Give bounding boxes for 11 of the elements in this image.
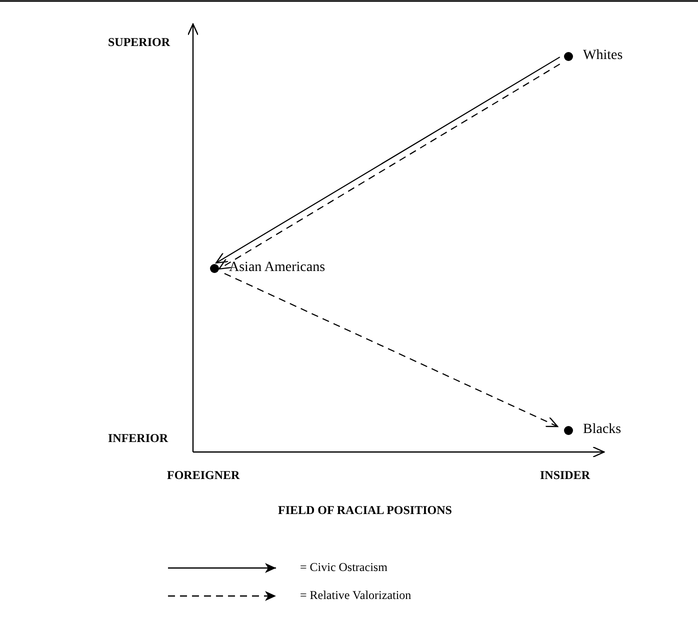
legend-text: = Civic Ostracism [300,560,388,575]
axis-label: INFERIOR [108,431,168,446]
point-label: Whites [583,48,623,64]
point-label: Asian Americans [229,260,326,276]
arrow [224,273,558,428]
axis-label: FOREIGNER [167,468,240,483]
axis-label: SUPERIOR [108,35,170,50]
axis-title: FIELD OF RACIAL POSITIONS [278,503,452,518]
legend-text: = Relative Valorization [300,588,412,603]
point-label: Blacks [583,422,622,438]
axis-label: INSIDER [540,468,590,483]
